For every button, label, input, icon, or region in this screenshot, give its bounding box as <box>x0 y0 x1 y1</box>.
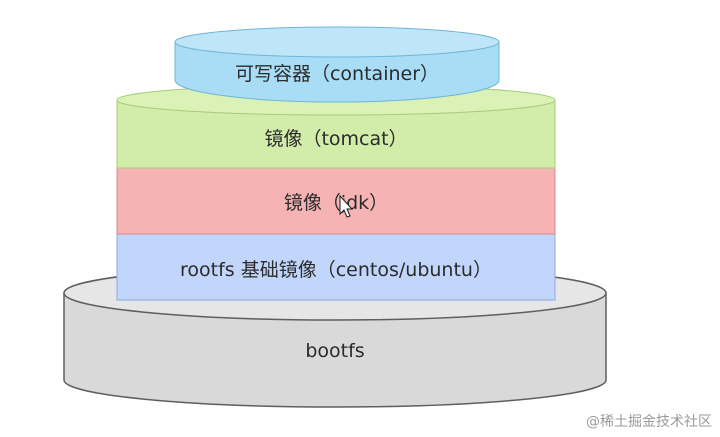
layer-container: 可写容器（container） <box>174 26 500 103</box>
layer-rootfs: rootfs 基础镜像（centos/ubuntu） <box>116 233 556 301</box>
watermark: @稀土掘金技术社区 <box>586 414 712 430</box>
mouse-cursor-icon <box>339 194 354 218</box>
layer-jdk: 镜像（jdk） <box>116 167 556 235</box>
layer-bootfs-body <box>63 292 607 408</box>
layer-jdk-label: 镜像（jdk） <box>284 192 388 214</box>
layer-tomcat-label: 镜像（tomcat） <box>264 128 407 150</box>
layer-container-body <box>174 41 500 103</box>
layer-bootfs-label: bootfs <box>305 340 364 362</box>
layer-container-top <box>174 26 500 58</box>
layer-container-label: 可写容器（container） <box>235 63 439 85</box>
layer-rootfs-label: rootfs 基础镜像（centos/ubuntu） <box>180 259 492 281</box>
